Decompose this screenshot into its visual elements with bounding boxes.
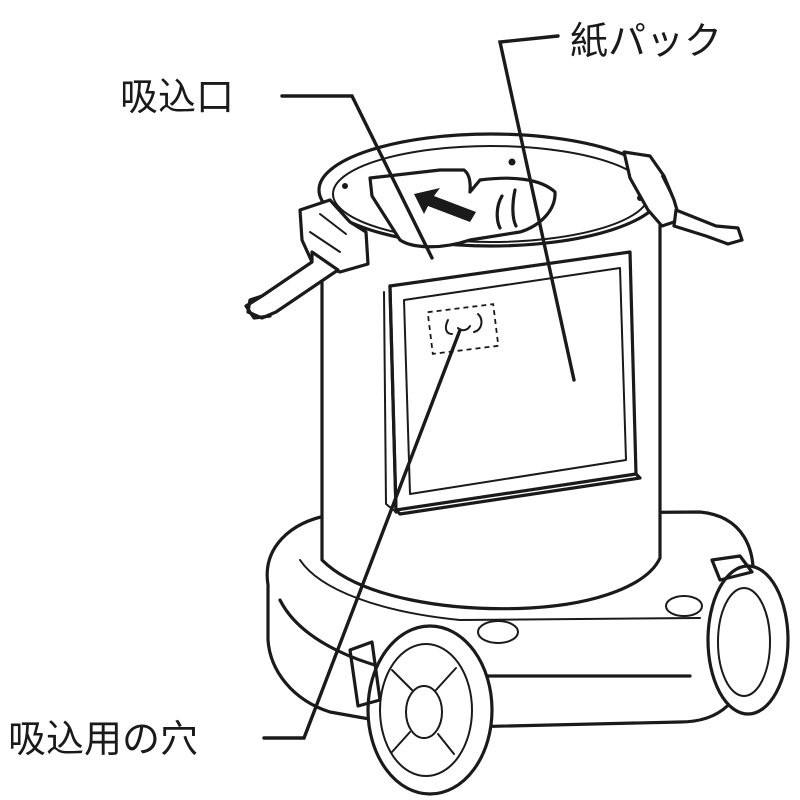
leader-lines [262,34,576,740]
leader-paper-pack [497,34,576,382]
right-latch [622,150,744,246]
left-latch [244,198,370,320]
label-suction-port: 吸込口 [120,75,234,119]
label-paper-pack: 紙パック [570,19,722,63]
front-left-wheel [348,624,494,796]
rear-right-wheel [706,554,790,716]
label-suction-hole: 吸込用の穴 [8,717,198,761]
leader-suction-port [280,94,434,260]
insert-direction-arrow-icon [414,188,476,222]
paper-pack [383,250,642,516]
leader-suction-hole [262,328,462,740]
